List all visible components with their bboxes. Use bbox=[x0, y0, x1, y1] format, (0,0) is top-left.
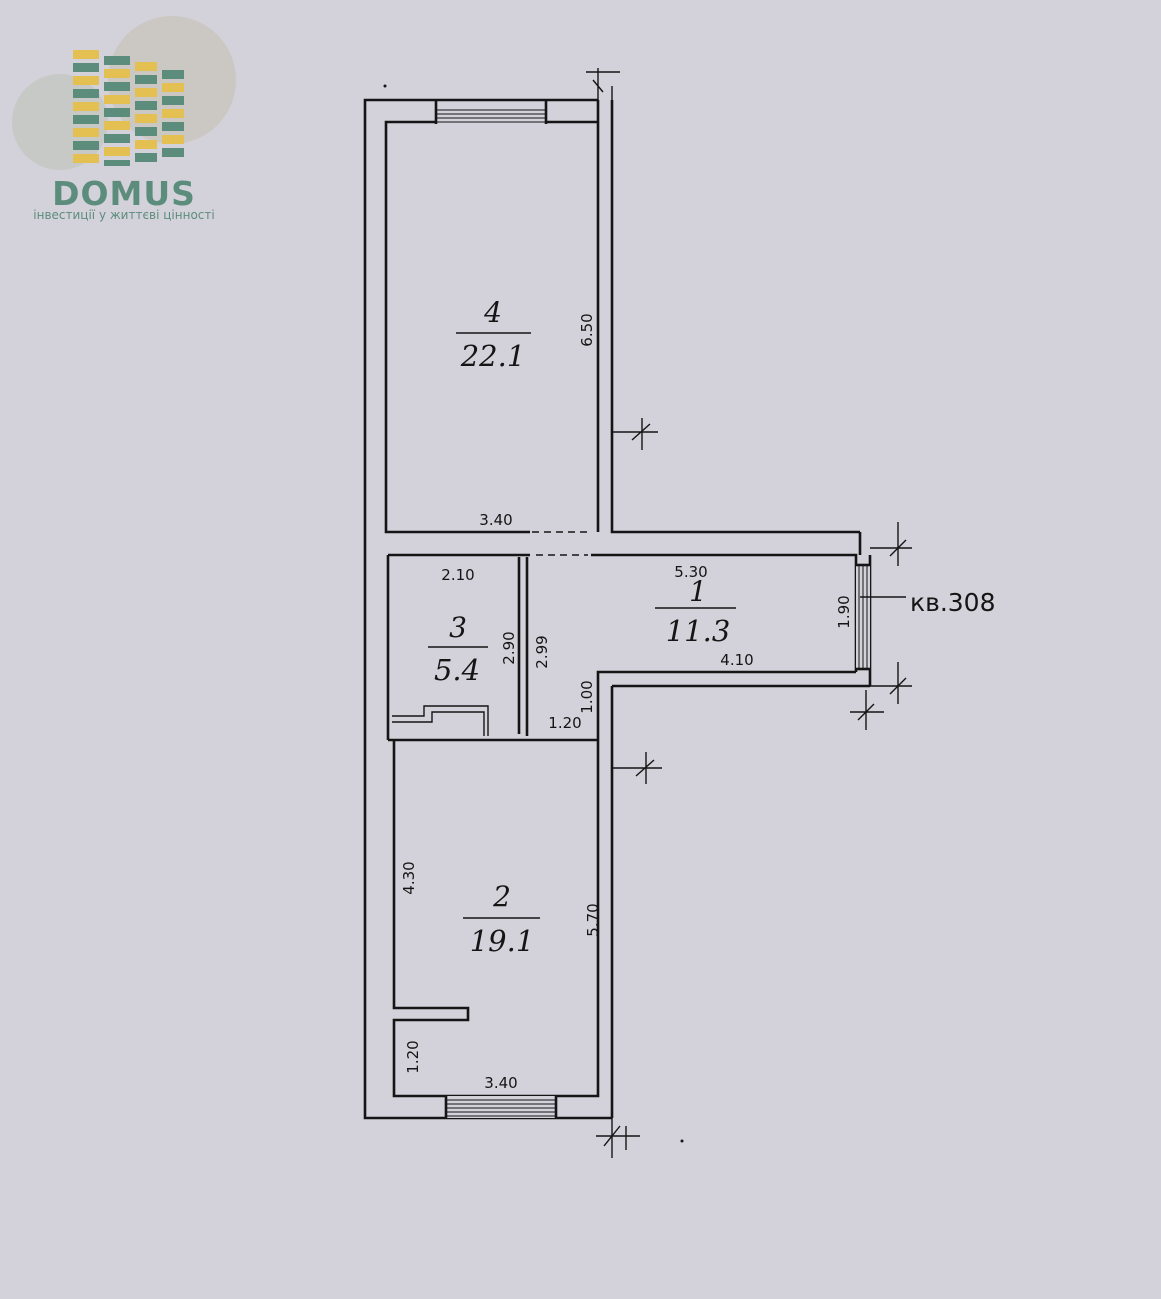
stray-mark bbox=[680, 1139, 684, 1143]
dim-hall-inner: 2.99 bbox=[533, 635, 551, 668]
room-4-label: 4 22.1 bbox=[456, 296, 531, 373]
walls bbox=[363, 98, 872, 1120]
dim-hall-lower: 4.10 bbox=[720, 651, 753, 669]
logo-buildings-icon bbox=[73, 50, 184, 166]
dim-hall-width: 1.90 bbox=[835, 595, 853, 628]
room-2-number: 2 bbox=[492, 880, 511, 913]
dimensions: 6.50 3.40 2.10 2.90 2.99 5.30 1.90 4.10 … bbox=[400, 313, 853, 1092]
window-top bbox=[434, 100, 548, 124]
apartment-label: кв.308 bbox=[910, 588, 996, 617]
room-1-area: 11.3 bbox=[666, 614, 731, 648]
room-3-number: 3 bbox=[449, 611, 467, 644]
dim-room4-height: 6.50 bbox=[578, 313, 596, 346]
window-corridor bbox=[856, 563, 870, 671]
room-3-area: 5.4 bbox=[434, 653, 480, 687]
dim-room2-bottom-left: 1.20 bbox=[404, 1040, 422, 1073]
room-1-number: 1 bbox=[689, 575, 707, 608]
logo-tagline: інвестиції у життєві цінності bbox=[33, 208, 214, 222]
window-bottom bbox=[444, 1096, 558, 1118]
dim-passage-width: 1.20 bbox=[548, 714, 581, 732]
dim-room2-left: 4.30 bbox=[400, 861, 418, 894]
logo-wordmark: DOMUS bbox=[52, 174, 196, 213]
room-4-area: 22.1 bbox=[460, 339, 526, 373]
wall-break-marks bbox=[586, 68, 912, 1158]
logo-circle-right bbox=[108, 16, 236, 144]
dim-room2-width: 3.40 bbox=[484, 1074, 517, 1092]
room-4-number: 4 bbox=[483, 296, 502, 329]
dim-room3-height: 2.90 bbox=[500, 631, 518, 664]
dim-room3-width: 2.10 bbox=[441, 566, 474, 584]
room-2-label: 2 19.1 bbox=[463, 880, 540, 958]
dim-hall-length: 5.30 bbox=[674, 563, 707, 581]
dim-room4-width: 3.40 bbox=[479, 511, 512, 529]
dim-passage-height: 1.00 bbox=[578, 680, 596, 713]
room-2-area: 19.1 bbox=[470, 924, 535, 958]
room-1-label: 1 11.3 bbox=[655, 575, 736, 648]
dim-room2-right: 5.70 bbox=[584, 903, 602, 936]
stray-mark bbox=[383, 84, 387, 88]
room-3-label: 3 5.4 bbox=[428, 611, 488, 687]
domus-logo: DOMUS інвестиції у життєві цінності bbox=[12, 16, 236, 222]
